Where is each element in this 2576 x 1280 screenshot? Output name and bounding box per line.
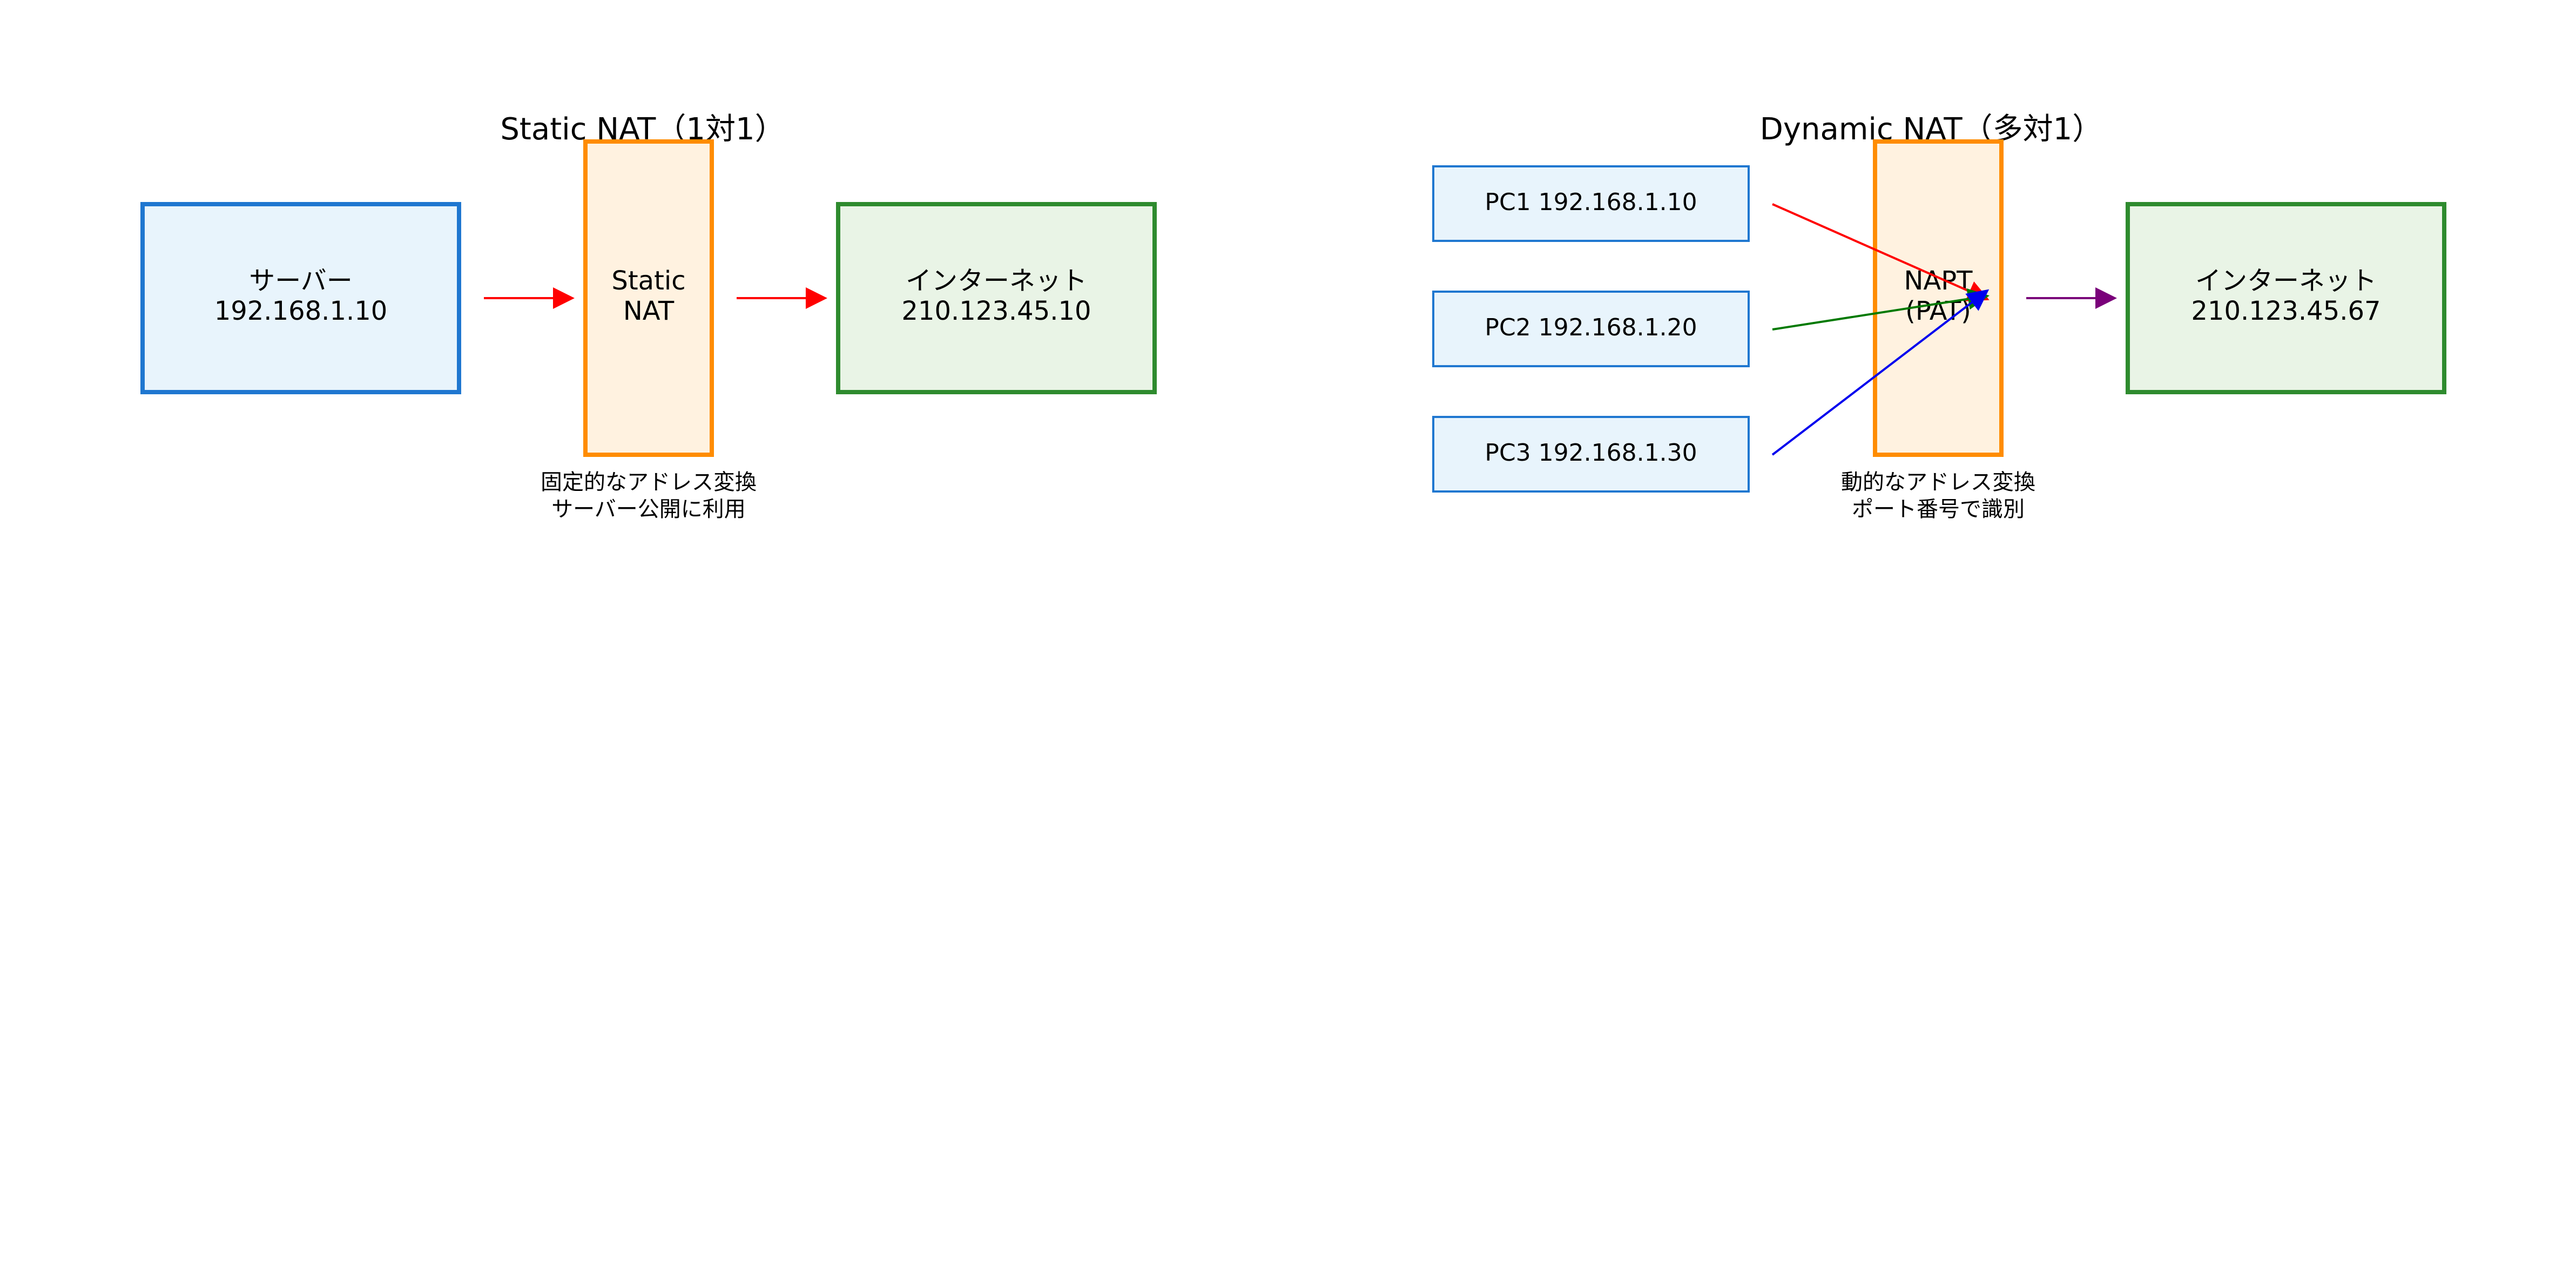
pc3-box	[1432, 416, 1750, 493]
static-nat-note-line2: サーバー公開に利用	[551, 497, 746, 522]
server-label: サーバー	[249, 266, 353, 296]
server-box	[140, 202, 461, 394]
static-internet-ip: 210.123.45.10	[901, 296, 1091, 326]
dynamic-internet-ip: 210.123.45.67	[2191, 296, 2381, 326]
static-nat-label-2: NAT	[623, 296, 675, 326]
static-nat-label: Static	[611, 266, 685, 296]
pc1-label: PC1 192.168.1.10	[1485, 188, 1697, 216]
dynamic-nat-note-line1: 動的なアドレス変換	[1841, 470, 2035, 495]
static-nat-note-line1: 固定的なアドレス変換	[541, 470, 757, 495]
arrow-pc3-to-napt	[1771, 289, 1990, 456]
static-internet-box	[836, 202, 1157, 394]
dynamic-internet-label: インターネット	[2195, 266, 2377, 296]
static-nat-section: Static NAT（1対1） サーバー 192.168.1.10 Static…	[140, 112, 1157, 522]
server-ip: 192.168.1.10	[214, 296, 388, 326]
dynamic-nat-section: Dynamic NAT（多対1） PC1 192.168.1.10 PC2 19…	[1432, 112, 2446, 522]
arrow-pc2-to-napt	[1772, 288, 1990, 331]
dynamic-nat-note-line2: ポート番号で識別	[1852, 497, 2025, 522]
arrow-pc1-to-napt	[1772, 203, 1990, 301]
static-nat-box	[583, 139, 714, 457]
pc2-box	[1432, 291, 1750, 367]
napt-label: NAPT	[1904, 266, 1973, 296]
dynamic-internet-box	[2126, 202, 2446, 394]
static-internet-label: インターネット	[906, 266, 1087, 296]
pc2-label: PC2 192.168.1.20	[1485, 314, 1697, 341]
pc3-label: PC3 192.168.1.30	[1485, 439, 1697, 467]
pc1-box	[1432, 165, 1750, 242]
